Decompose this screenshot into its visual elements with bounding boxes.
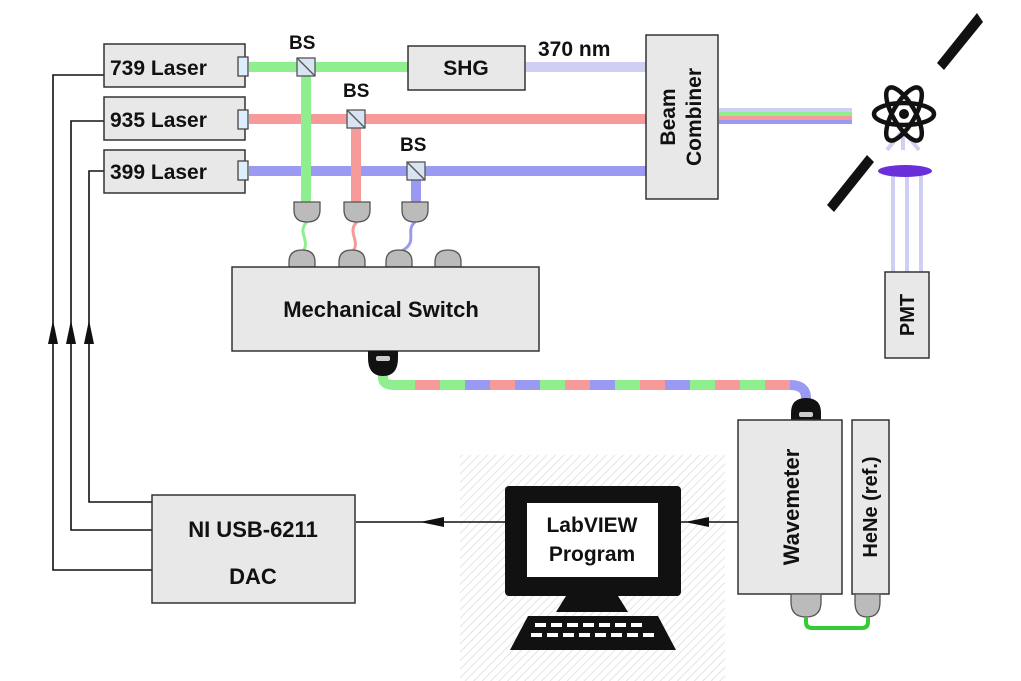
ni-daq: NI USB-6211 DAC — [151, 494, 356, 604]
laser-beams — [249, 62, 852, 202]
arrow-up-399 — [84, 320, 94, 344]
beam-splitter-739: BS — [289, 33, 316, 77]
fiber-connector-icon — [338, 249, 366, 268]
fiber-connector-icon — [791, 398, 821, 420]
wavemeter: Wavemeter — [737, 398, 843, 618]
laser-739: 739 Laser — [103, 43, 249, 88]
bs-label-935: BS — [343, 81, 369, 102]
daq-label-line1: NI USB-6211 — [188, 517, 318, 542]
arrow-up-739 — [48, 320, 58, 344]
laser-739-label: 739 Laser — [110, 57, 207, 80]
hene-label: HeNe (ref.) — [860, 456, 882, 557]
pickoff-connectors — [293, 201, 429, 223]
atom-icon — [871, 85, 937, 143]
laser-935: 935 Laser — [103, 96, 249, 141]
pickoff-fibers — [300, 220, 417, 254]
shg-label: SHG — [443, 57, 489, 80]
bs-label-739: BS — [289, 33, 315, 54]
fiber-739 — [300, 220, 309, 254]
shg-module: SHG — [407, 45, 526, 91]
fluorescence-rays — [885, 128, 923, 272]
monitor-label-line1: LabVIEW — [546, 514, 637, 537]
arrow-up-935 — [66, 320, 76, 344]
fiber-399 — [399, 220, 417, 254]
keyboard-icon — [510, 616, 676, 650]
mechanical-switch: Mechanical Switch — [231, 249, 540, 376]
fiber-connector-icon — [790, 593, 822, 618]
fiber-935 — [350, 220, 359, 254]
fiber-connector-icon — [293, 201, 321, 223]
laser-aperture-icon — [237, 109, 249, 130]
arrow-left-daq — [420, 517, 444, 527]
combiner-label-line1: Beam — [657, 88, 680, 145]
hene-reference-fiber — [804, 617, 870, 630]
switch-output-fiber — [378, 370, 811, 403]
laser-aperture-icon — [237, 56, 249, 77]
switch-input-ports — [288, 249, 462, 268]
beam-combiner: Beam Combiner — [645, 34, 719, 200]
wavemeter-label: Wavemeter — [779, 448, 804, 565]
lens-icon — [878, 165, 932, 177]
wire-arrows — [48, 320, 709, 527]
beam-splitter-935: BS — [343, 81, 369, 129]
vacuum-window-icon — [937, 13, 983, 70]
laser-399-label: 399 Laser — [110, 161, 207, 184]
daq-label-line2: DAC — [229, 564, 277, 589]
laser-aperture-icon — [237, 160, 249, 181]
laser-399: 399 Laser — [103, 149, 249, 194]
wire-399 — [88, 170, 152, 503]
monitor-stand — [556, 596, 628, 612]
combiner-label-line2: Combiner — [683, 68, 706, 166]
computer-monitor-icon: LabVIEW Program — [505, 486, 681, 612]
bs-label-399: BS — [400, 135, 426, 156]
fiber-connector-icon — [385, 249, 413, 268]
hene-reference: HeNe (ref.) — [851, 419, 890, 618]
vacuum-window-icon — [827, 155, 874, 212]
fiber-connector-icon — [288, 249, 316, 268]
fiber-connector-icon — [401, 201, 429, 223]
beam-splitter-399: BS — [400, 135, 426, 181]
fiber-connector-icon — [368, 351, 398, 376]
pmt-detector: PMT — [884, 271, 930, 359]
fiber-connector-icon — [854, 593, 881, 618]
pmt-label: PMT — [897, 294, 919, 336]
switch-label: Mechanical Switch — [283, 297, 479, 322]
fiber-connector-icon — [343, 201, 371, 223]
fiber-connector-icon — [434, 249, 462, 268]
uv-wavelength-label: 370 nm — [538, 38, 610, 61]
monitor-label-line2: Program — [549, 543, 635, 566]
arrow-left-labview — [685, 517, 709, 527]
laser-935-label: 935 Laser — [110, 109, 207, 132]
